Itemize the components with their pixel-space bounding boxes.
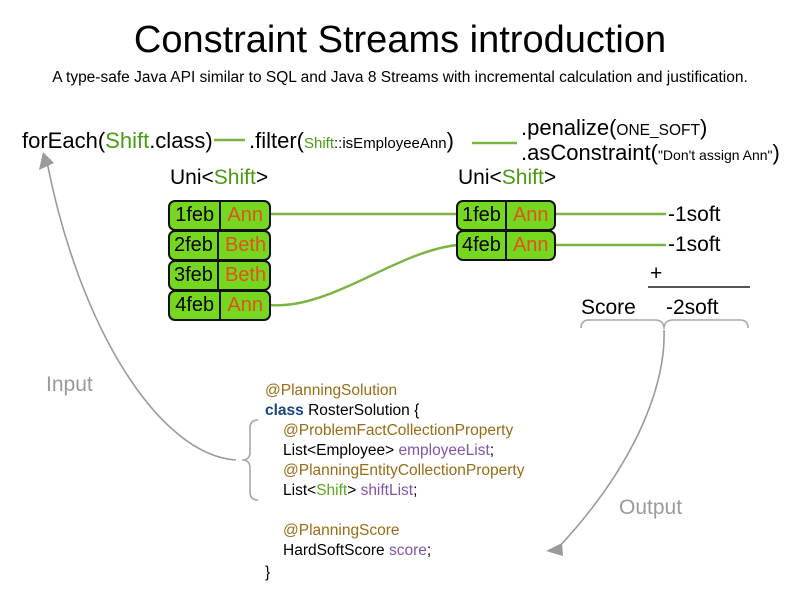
tuple-row[interactable]: 2feb Beth [168,230,271,261]
stream-label-left: Uni<Shift> [170,166,268,190]
tuple-name: Beth [224,264,267,286]
field-name: score [388,542,427,559]
annotation-text: @PlanningSolution [265,382,398,399]
code-fields-brace [241,419,259,501]
pipeline-filter: .filter(Shift::isEmployeeAnn) [249,128,454,157]
pipeline-as-constraint: .asConstraint("Don't assign Ann") [521,140,780,168]
field-type-prefix: List< [283,482,317,499]
foreach-type: Shift [105,128,150,153]
page-subtitle: A type-safe Java API similar to SQL and … [52,69,748,86]
score-plus-operator: + [650,262,663,285]
annotation-text: @ProblemFactCollectionProperty [283,422,514,439]
as-constraint-name: "Don't assign Ann" [657,147,773,163]
penalty-label-2: -1soft [668,233,721,256]
field-semicolon: ; [489,442,495,459]
pipeline-penalize: .penalize(ONE_SOFT) [521,115,707,144]
filter-prefix: .filter( [249,128,304,153]
uni-left-prefix: Uni< [170,166,214,189]
tuple-name: Ann [512,204,549,226]
uni-left-type: Shift [213,166,256,189]
tuple-name: Ann [227,204,263,226]
field-type-suffix: > [347,482,361,499]
foreach-prefix: forEach( [22,128,106,153]
tuple-date: 2feb [170,232,219,259]
filter-suffix: ) [446,128,454,153]
penalize-suffix: ) [699,115,708,140]
penalize-prefix: .penalize( [521,115,617,140]
keyword-class: class [265,402,304,419]
annotation-text: @PlanningScore [283,522,400,539]
as-constraint-suffix: ) [772,140,780,165]
score-total: -2soft [666,296,719,319]
field-semicolon: ; [426,542,432,559]
tuple-date: 1feb [170,202,222,229]
code-line-planning-solution-annotation: @PlanningSolution [265,381,397,401]
code-line-closing-brace: } [265,564,271,581]
field-name: employeeList [398,442,490,459]
tuple-name: Ann [227,294,263,316]
foreach-suffix: .class) [149,128,213,153]
code-line-score-field: HardSoftScore score; [283,541,431,561]
stream-label-right: Uni<Shift> [458,166,556,190]
tuple-date: 4feb [458,232,507,259]
field-semicolon: ; [413,482,418,499]
output-label: Output [619,496,683,519]
page-title: Constraint Streams introduction [133,19,667,61]
code-line-planning-score-annotation: @PlanningScore [283,521,400,541]
tuple-date: 3feb [170,262,219,289]
tuple-line-4feb [269,243,458,307]
field-type: List<Employee> [283,442,399,459]
as-constraint-prefix: .asConstraint( [521,140,658,165]
field-type: HardSoftScore [283,542,389,559]
penalty-label-1: -1soft [668,203,721,226]
tuple-date: 4feb [170,292,222,319]
input-arrow-head [39,152,54,170]
code-line-planning-entity-annotation: @PlanningEntityCollectionProperty [283,461,524,481]
penalize-weight: ONE_SOFT [616,122,700,139]
tuple-row[interactable]: 3feb Beth [168,260,271,291]
filter-method-ref: ::isEmployeeAnn [334,135,447,152]
score-brace [580,319,749,330]
tuple-name: Ann [512,234,549,256]
filter-type: Shift [304,135,335,152]
tuple-row[interactable]: 4feb Ann [456,230,556,261]
output-arrow-head [546,543,563,556]
tuple-date: 1feb [458,202,507,229]
tuple-row[interactable]: 1feb Ann [456,200,556,231]
field-name: shiftList [360,482,414,499]
code-line-class-declaration: class RosterSolution { [265,401,419,421]
tuple-row[interactable]: 4feb Ann [168,290,271,321]
uni-left-suffix: > [255,166,269,189]
tuple-name: Beth [224,234,267,256]
score-label: Score [581,296,636,319]
uni-right-suffix: > [543,166,557,189]
annotation-text: @PlanningEntityCollectionProperty [283,462,525,479]
tuple-row[interactable]: 1feb Ann [168,200,271,231]
field-type-shift: Shift [316,482,348,499]
pipeline-foreach: forEach(Shift.class) [22,128,213,154]
uni-right-prefix: Uni< [458,166,502,189]
code-line-employee-list: List<Employee> employeeList; [283,441,494,461]
code-line-problem-fact-annotation: @ProblemFactCollectionProperty [283,421,513,441]
code-line-shift-list: List<Shift> shiftList; [283,481,417,501]
class-name-text: RosterSolution { [303,402,420,419]
uni-right-type: Shift [501,166,544,189]
input-label: Input [46,373,93,396]
